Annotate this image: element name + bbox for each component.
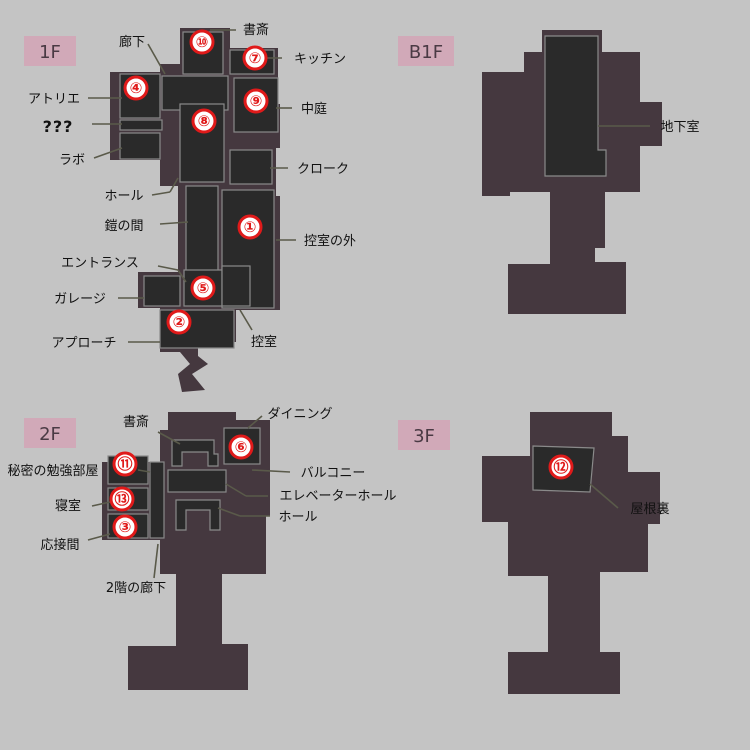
label-approach: アプローチ [51, 336, 116, 351]
label-attic: 屋根裏 [630, 502, 669, 517]
floor-tag-b1f: B1F [398, 36, 454, 66]
marker-9-text: ⑨ [250, 92, 263, 110]
marker-7: ⑦ [242, 45, 268, 71]
label-balcony: バルコニー [301, 466, 366, 481]
room-hall-2f [175, 499, 221, 531]
marker-11-text: ⑪ [117, 455, 132, 473]
floor-tag-3f: 3F [398, 420, 450, 450]
label-armor: 鎧の間 [104, 218, 143, 234]
room-lab [119, 132, 161, 160]
floor-tag-b1f-text: B1F [409, 42, 443, 63]
label-reception: 応接間 [40, 537, 79, 553]
floor-3f-plan [482, 412, 660, 694]
marker-4: ④ [123, 75, 149, 101]
floor-tag-2f: 2F [24, 418, 76, 448]
room-2f-corridor [149, 461, 165, 539]
floor-tag-2f-text: 2F [39, 424, 61, 445]
marker-11: ⑪ [112, 451, 138, 477]
floor-tag-1f: 1F [24, 36, 76, 66]
marker-5-text: ⑤ [197, 279, 210, 297]
marker-3-text: ③ [119, 518, 132, 536]
label-kitchen: キッチン [294, 52, 346, 67]
label-hall-2f: ホール [278, 510, 317, 525]
room-balcony-rail [171, 439, 219, 467]
marker-6: ⑥ [228, 434, 254, 460]
room-cloak [229, 149, 273, 185]
room-labels: 廊下 書斎 キッチン アトリエ ??? 中庭 ラボ クローク ホール 鎧の間 控… [7, 22, 699, 596]
label-corridor: 廊下 [119, 34, 145, 50]
marker-1: ① [237, 214, 263, 240]
marker-5: ⑤ [190, 275, 216, 301]
label-basement: 地下室 [660, 119, 699, 135]
marker-12-text: ⑫ [553, 458, 568, 476]
room-unknown [119, 119, 163, 131]
marker-2-text: ② [173, 313, 186, 331]
marker-3: ③ [112, 514, 138, 540]
label-courtyard: 中庭 [301, 101, 327, 117]
label-entrance: エントランス [61, 256, 139, 271]
label-study: 書斎 [243, 22, 269, 38]
marker-8: ⑧ [191, 108, 217, 134]
room-garage [143, 275, 181, 307]
room-elevator-hall [167, 469, 227, 493]
label-study-2f: 書斎 [123, 414, 149, 430]
label-elevator-hall: エレベーターホール [279, 489, 396, 504]
marker-13: ⑬ [109, 486, 135, 512]
floor-b1f-plan [482, 30, 662, 314]
marker-1-text: ① [244, 218, 257, 236]
marker-4-text: ④ [130, 79, 143, 97]
building-3f [482, 412, 660, 694]
marker-8-text: ⑧ [198, 112, 211, 130]
label-atelier: アトリエ [28, 92, 80, 107]
label-secret-study: 秘密の勉強部屋 [7, 463, 98, 479]
room-basement [544, 35, 607, 177]
label-unknown: ??? [43, 117, 74, 136]
marker-10-text: ⑩ [196, 33, 209, 51]
marker-12: ⑫ [548, 454, 574, 480]
label-dining: ダイニング [267, 407, 332, 422]
label-cloak: クローク [297, 162, 349, 177]
marker-13-text: ⑬ [114, 490, 129, 508]
label-bedroom: 寝室 [55, 498, 81, 514]
label-hall: ホール [104, 189, 143, 204]
marker-2: ② [166, 309, 192, 335]
label-garage: ガレージ [54, 292, 106, 307]
label-lab: ラボ [59, 153, 85, 168]
marker-6-text: ⑥ [235, 438, 248, 456]
room-anteroom [221, 265, 251, 307]
floor-tag-1f-text: 1F [39, 42, 61, 63]
floor-tag-3f-text: 3F [413, 426, 435, 447]
label-2f-corridor: 2階の廊下 [106, 580, 166, 596]
marker-7-text: ⑦ [249, 49, 262, 67]
room-armor [185, 185, 219, 281]
leader-lines [87, 29, 650, 579]
marker-10: ⑩ [189, 29, 215, 55]
label-anteroom-outside: 控室の外 [304, 233, 356, 249]
label-anteroom: 控室 [251, 334, 277, 350]
marker-9: ⑨ [243, 88, 269, 114]
